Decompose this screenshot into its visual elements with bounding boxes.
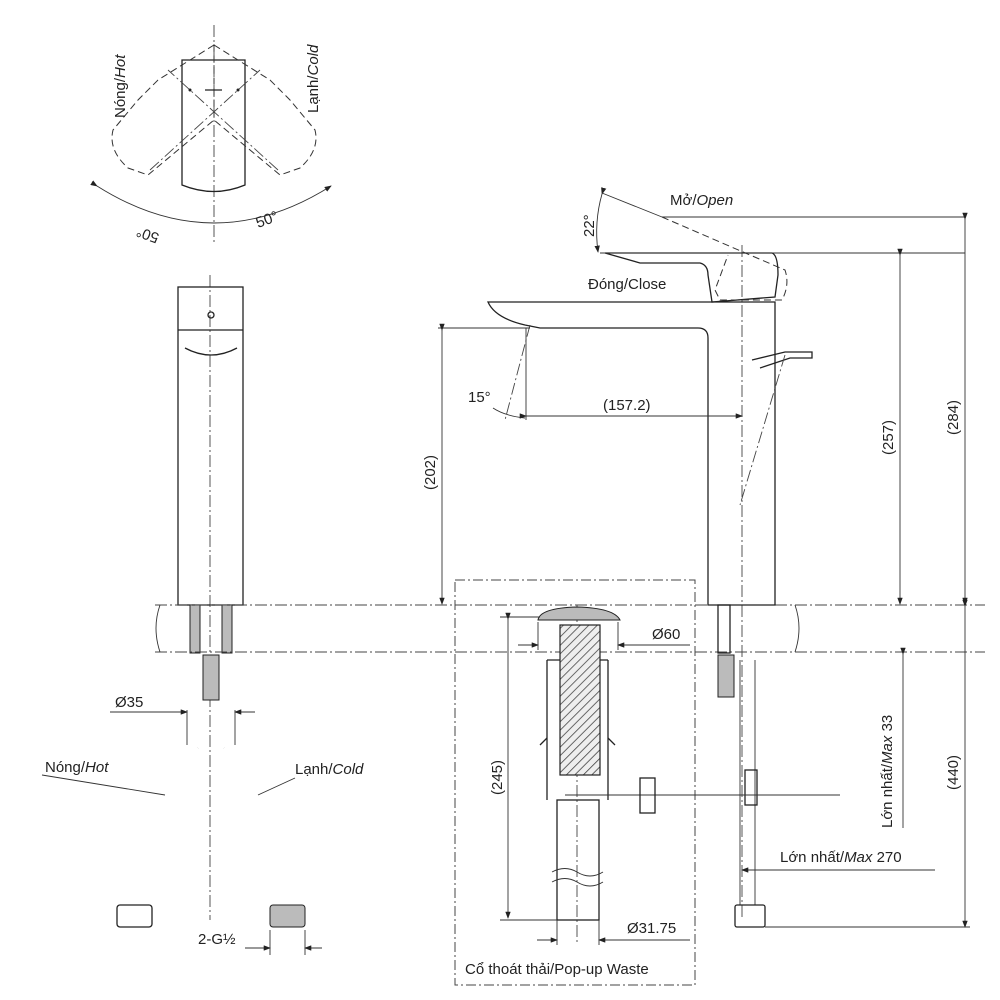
reach-label: (157.2) <box>603 397 651 414</box>
angle-label-right: 50° <box>254 208 281 232</box>
dia-60-label: Ø60 <box>652 626 680 643</box>
side-view: 22° Mở/Open Đóng/Close 15° (157.2) (202)… <box>422 187 970 928</box>
thread-label: 2-G½ <box>198 931 236 948</box>
front-view: Ø35 Nóng/Hot Lạnh/Cold 2-G½ <box>41 275 364 955</box>
hose-cold-label: Lạnh/Cold <box>295 761 364 778</box>
popup-length-label: (245) <box>489 760 506 795</box>
close-label: Đóng/Close <box>588 276 666 293</box>
top-cold-label: Lạnh/Cold <box>305 44 322 113</box>
popup-caption: Cổ thoát thải/Pop-up Waste <box>465 961 649 978</box>
popup-waste: (245) Ø60 Ø31.75 Cổ thoát thải/Pop-up Wa… <box>454 579 840 986</box>
lever-angle-label: 22° <box>581 214 598 237</box>
max-thickness-label: Lớn nhất/Max 33 <box>879 715 896 828</box>
angle-label-left: 50° <box>134 222 161 246</box>
top-hot-label: Nóng/Hot <box>112 54 129 118</box>
dia-35-label: Ø35 <box>115 694 143 711</box>
overall-length-label: (440) <box>945 755 962 790</box>
total-height-label: (284) <box>945 400 962 435</box>
spout-height-label: (202) <box>422 455 439 490</box>
hose-hot-label: Nóng/Hot <box>45 759 109 776</box>
max-rod-label: Lớn nhất/Max 270 <box>780 849 902 866</box>
open-label: Mở/Open <box>670 192 733 209</box>
spout-angle-label: 15° <box>468 389 491 406</box>
top-view: Nóng/Hot Lạnh/Cold 50° 50° <box>90 25 332 246</box>
body-height-label: (257) <box>880 420 897 455</box>
dia-3175-label: Ø31.75 <box>627 920 676 937</box>
